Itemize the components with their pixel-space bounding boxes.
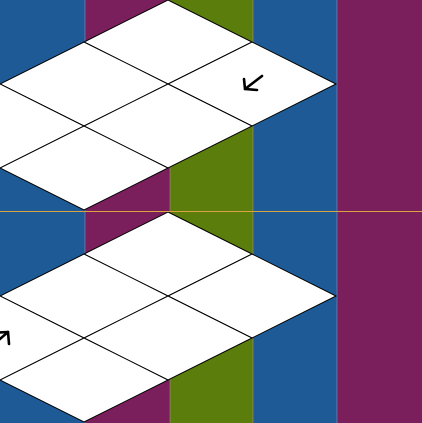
arrow-shaft — [243, 74, 264, 91]
panel-bottom — [0, 211, 422, 423]
arrow-up-right-icon — [0, 330, 11, 346]
arrow-head — [0, 330, 11, 346]
board-tile[interactable] — [0, 125, 170, 211]
arrow-down-left-icon — [242, 74, 264, 92]
arrow-head — [242, 77, 259, 92]
board-tile[interactable] — [0, 83, 86, 169]
panel-top — [0, 0, 422, 212]
board-tile[interactable] — [0, 337, 170, 423]
background-column-purple — [337, 0, 422, 212]
board-tile[interactable] — [0, 295, 86, 381]
background-column-purple — [337, 211, 422, 423]
arrow-shaft — [0, 330, 10, 341]
